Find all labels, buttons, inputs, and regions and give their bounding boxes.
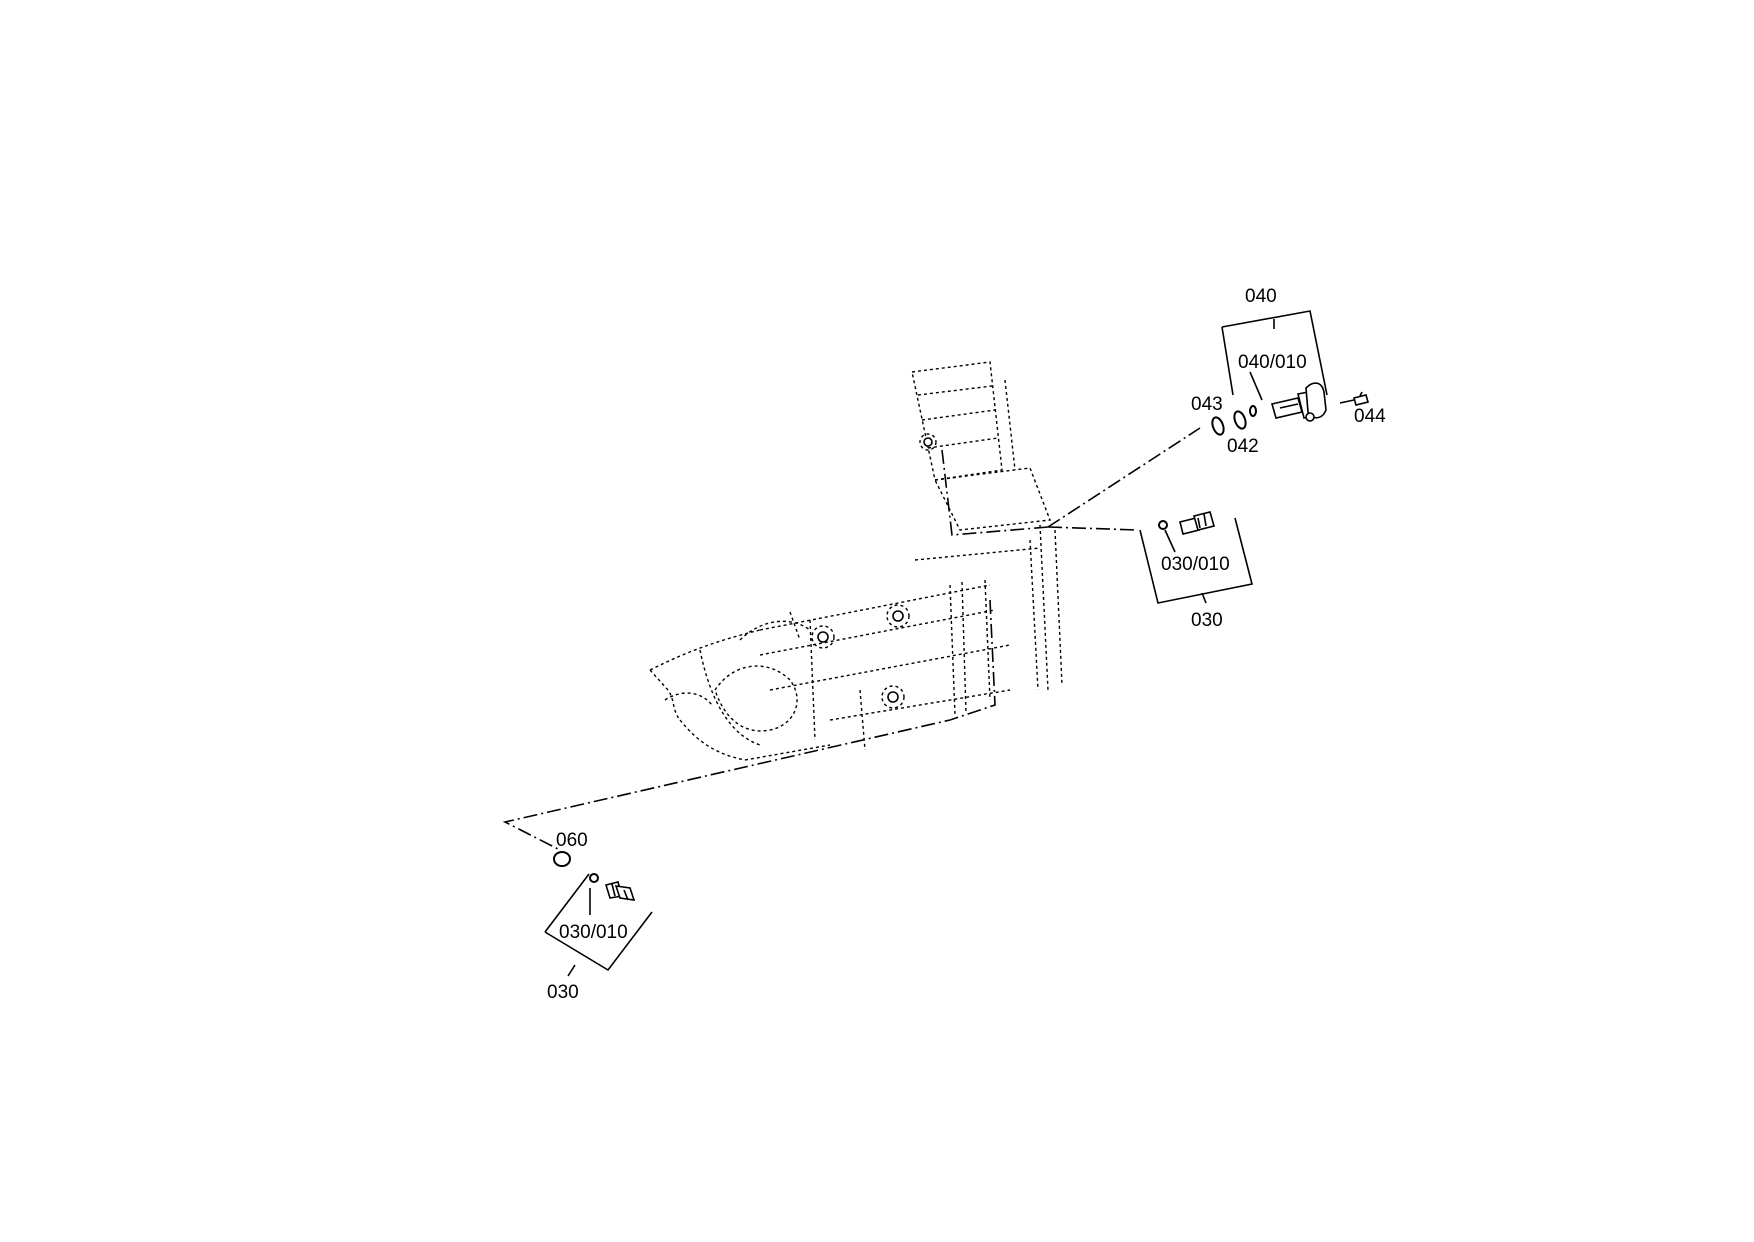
o-ring-icon [1158, 520, 1168, 530]
engine-housing-drawing [649, 361, 1063, 761]
screw-044-icon [1339, 391, 1369, 406]
part-060 [553, 851, 571, 867]
seal-ring-060-icon [553, 851, 571, 867]
callout-044: 044 [1354, 406, 1386, 427]
callout-060: 060 [556, 830, 588, 851]
part-group-030-right [1139, 511, 1253, 604]
callout-030-right: 030 [1191, 610, 1223, 631]
o-ring-icon [1249, 405, 1257, 417]
callout-043: 043 [1191, 394, 1223, 415]
callout-042: 042 [1227, 436, 1259, 457]
callout-040-010: 040/010 [1238, 352, 1307, 373]
pressure-switch-icon [1179, 511, 1215, 535]
callout-labels: 040 040/010 043 042 044 030/010 030 060 … [547, 286, 1386, 1003]
speed-sensor-icon [1270, 382, 1327, 422]
part-group-030-left [544, 873, 653, 977]
assembly-leader-lines [502, 427, 1201, 851]
pressure-switch-icon [604, 881, 636, 901]
o-ring-icon [589, 873, 599, 883]
callout-030-left: 030 [547, 982, 579, 1003]
callout-030-010-left: 030/010 [559, 922, 628, 943]
callout-030-010-right: 030/010 [1161, 554, 1230, 575]
ring-043-icon [1211, 416, 1225, 436]
callout-040: 040 [1245, 286, 1277, 307]
ring-042-icon [1233, 410, 1247, 430]
part-group-040 [1211, 310, 1369, 436]
